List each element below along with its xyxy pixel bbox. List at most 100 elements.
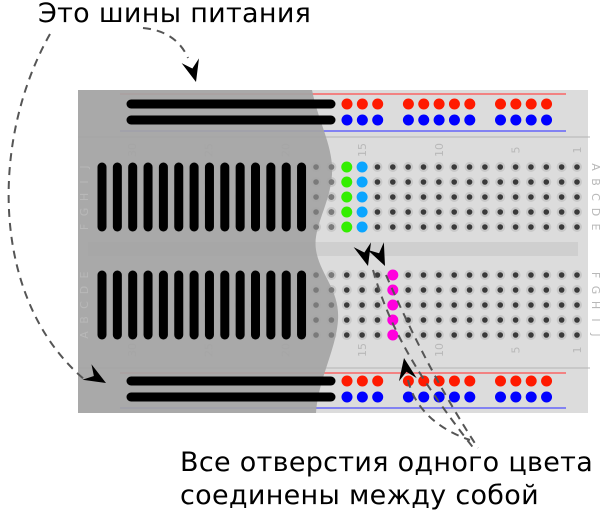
rail-hole-negative — [418, 114, 430, 126]
hole — [528, 317, 534, 323]
rail-hole-positive — [341, 98, 353, 110]
row-letter-label: J — [78, 165, 91, 169]
same-color-caption: Все отверстия одного цвета соединены меж… — [180, 446, 593, 512]
hole — [466, 209, 473, 215]
rail-hole-positive — [341, 375, 353, 387]
hole — [343, 287, 350, 293]
row-letter-label: F — [589, 272, 600, 278]
rail-hole-positive — [464, 98, 476, 110]
arrowhead-top-rail — [181, 58, 199, 82]
hole — [436, 224, 442, 230]
hole — [374, 302, 381, 308]
hole — [466, 179, 473, 185]
hole — [359, 332, 365, 338]
rail-hole-positive — [402, 98, 414, 110]
row-letter-label: A — [589, 163, 600, 171]
dimmed-hole — [313, 272, 319, 278]
connected-hole — [341, 161, 353, 173]
connected-hole — [341, 176, 353, 188]
hole — [359, 272, 365, 278]
rail-hole-negative — [356, 114, 368, 126]
hole — [512, 209, 519, 215]
hole — [436, 302, 442, 308]
rail-hole-negative — [372, 391, 384, 403]
hole — [543, 179, 550, 185]
hole — [405, 332, 411, 338]
hole — [574, 209, 580, 215]
hole — [405, 179, 411, 185]
dashed-pointer-top — [142, 27, 189, 59]
hole — [512, 272, 519, 278]
overlay-region — [78, 90, 339, 413]
rail-hole-positive — [356, 98, 368, 110]
connected-hole — [387, 329, 399, 341]
dimmed-hole — [328, 224, 335, 230]
arrowhead-green-column — [353, 242, 371, 266]
hole — [420, 302, 427, 308]
hole — [420, 224, 427, 230]
hole — [466, 332, 473, 338]
connected-hole — [356, 221, 368, 233]
hole — [343, 272, 350, 278]
hole — [466, 224, 473, 230]
row-letter-label: G — [589, 286, 600, 295]
hole — [574, 194, 580, 200]
row-letter-label: B — [78, 316, 91, 324]
hole — [528, 224, 534, 230]
hole — [405, 164, 411, 170]
hole — [374, 179, 381, 185]
dimmed-hole — [313, 194, 319, 200]
connected-hole — [341, 206, 353, 218]
row-letter-label: I — [78, 180, 91, 183]
rail-hole-positive — [541, 375, 553, 387]
hole — [558, 224, 565, 230]
dimmed-hole — [313, 164, 319, 170]
row-letter-label: F — [78, 224, 91, 230]
rail-hole-negative — [464, 391, 476, 403]
dimmed-hole — [328, 317, 335, 323]
rail-hole-positive — [418, 98, 430, 110]
hole — [436, 272, 442, 278]
hole — [574, 287, 580, 293]
hole — [420, 332, 427, 338]
hole — [574, 224, 580, 230]
column-number-label: 10 — [433, 143, 446, 157]
hole — [482, 194, 488, 200]
dimmed-hole — [328, 287, 335, 293]
same-color-caption-line1: Все отверстия одного цвета — [180, 447, 594, 478]
rail-hole-positive — [541, 98, 553, 110]
hole — [374, 272, 381, 278]
rail-hole-positive — [464, 375, 476, 387]
arrowhead-blue-column — [367, 242, 385, 266]
row-letter-label: D — [78, 286, 91, 294]
hole — [374, 332, 381, 338]
rail-hole-negative — [341, 391, 353, 403]
hole — [451, 209, 458, 215]
hole — [343, 317, 350, 323]
hole — [420, 317, 427, 323]
hole — [466, 317, 473, 323]
rail-hole-negative — [525, 114, 537, 126]
hole — [436, 194, 442, 200]
hole — [497, 179, 504, 185]
hole — [390, 224, 396, 230]
hole — [359, 317, 365, 323]
connected-hole — [341, 221, 353, 233]
hole — [543, 209, 550, 215]
row-letter-label: I — [589, 318, 600, 321]
rail-hole-negative — [402, 391, 414, 403]
hole — [558, 194, 565, 200]
hole — [420, 209, 427, 215]
hole — [543, 317, 550, 323]
rail-hole-positive — [448, 375, 460, 387]
hole — [482, 209, 488, 215]
rail-hole-negative — [495, 114, 506, 126]
hole — [405, 287, 411, 293]
dimmed-hole — [328, 272, 335, 278]
rail-hole-negative — [418, 391, 430, 403]
rail-hole-positive — [510, 375, 522, 387]
rail-hole-positive — [510, 98, 522, 110]
rail-hole-positive — [525, 375, 537, 387]
dimmed-hole — [313, 209, 319, 215]
hole — [405, 194, 411, 200]
